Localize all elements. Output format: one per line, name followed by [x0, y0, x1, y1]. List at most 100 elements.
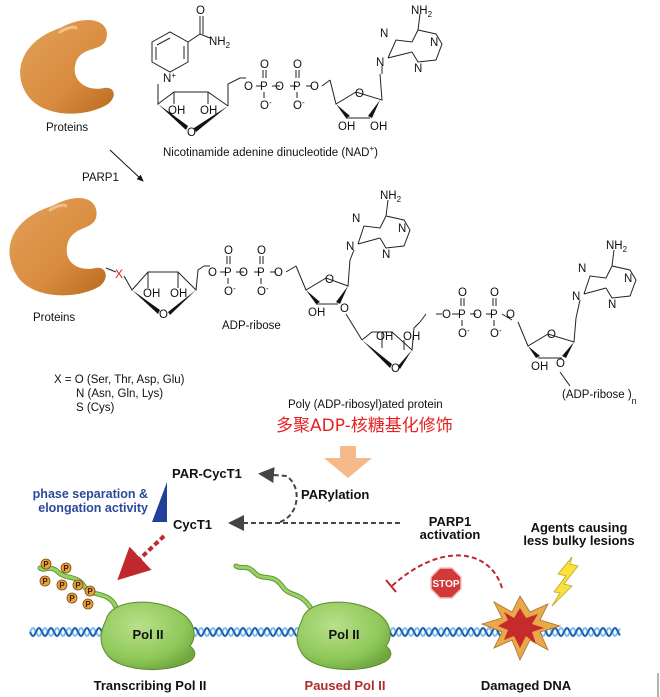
o: O — [239, 267, 248, 279]
n: N — [414, 63, 422, 75]
o-minus: O- — [490, 326, 502, 340]
p: P — [458, 309, 466, 321]
oh: OH — [376, 331, 393, 343]
phospho-circle — [84, 585, 96, 597]
protein-label-1: Proteins — [46, 122, 88, 134]
o: O — [244, 81, 253, 93]
oh: OH — [308, 307, 325, 319]
nad-label: Nicotinamide adenine dinucleotide (NAD+) — [163, 144, 378, 159]
x-def-line: S (Cys) — [76, 402, 115, 414]
o-minus: O- — [257, 284, 269, 298]
x-def-line: X = O (Ser, Thr, Asp, Glu) — [54, 374, 185, 386]
o: O — [275, 81, 284, 93]
phospho-label: P — [63, 564, 69, 573]
phospho-circle — [40, 558, 52, 570]
p: P — [224, 267, 232, 279]
pol-ii-label: Pol II — [132, 627, 163, 642]
o-minus: O- — [293, 98, 305, 112]
protein-highlight — [48, 203, 68, 212]
ring-o: O — [391, 363, 400, 375]
o: O — [556, 358, 565, 370]
oh: OH — [370, 121, 387, 133]
pol-ii-label: Pol II — [328, 627, 359, 642]
paused-label: Paused Pol II — [305, 678, 386, 693]
phospho-label: P — [69, 594, 75, 603]
protein-highlight — [58, 25, 78, 34]
damaged-dna-label: Damaged DNA — [481, 678, 572, 693]
phospho-circle — [72, 579, 84, 591]
down-arrow-icon — [324, 446, 372, 478]
o-minus: O- — [224, 284, 236, 298]
n: N — [624, 273, 632, 285]
p: P — [293, 81, 301, 93]
o: O — [208, 267, 217, 279]
n: N — [578, 263, 586, 275]
phospho-label: P — [85, 600, 91, 609]
inhibition-bar — [385, 579, 397, 593]
dna-damage-icon — [480, 595, 562, 661]
transcribing-label: Transcribing Pol II — [94, 678, 207, 693]
dna-strand-path — [193, 626, 305, 638]
protein-2: Proteins — [9, 197, 106, 324]
stop-sign-icon: STOP — [430, 567, 462, 599]
oh: OH — [170, 288, 187, 300]
atom-nh2: NH2 — [209, 36, 231, 50]
atom-o: O — [196, 5, 205, 17]
oh: OH — [531, 361, 548, 373]
n: N — [380, 28, 388, 40]
parp1-reaction-arrow: PARP1 — [82, 149, 144, 184]
phospho-circle — [60, 562, 72, 574]
o: O — [310, 81, 319, 93]
dna-strand-path — [29, 626, 109, 638]
o: O — [224, 245, 233, 257]
o: O — [506, 309, 515, 321]
parylation-loop-arrow — [258, 467, 298, 523]
n: N — [352, 213, 360, 225]
o: O — [340, 303, 349, 315]
n: N — [382, 249, 390, 261]
parp1-activation-line-2: activation — [420, 527, 481, 542]
product-label-cn: 多聚ADP-核糖基化修饰 — [276, 416, 453, 436]
adp-ribose-label: ADP-ribose — [222, 320, 281, 332]
gradient-wedge-icon — [152, 482, 167, 522]
phospho-label: P — [42, 577, 48, 586]
atom-nplus: N+ — [163, 71, 176, 85]
par-cyct1-label: PAR-CycT1 — [172, 466, 242, 481]
oh: OH — [403, 331, 420, 343]
oh: OH — [143, 288, 160, 300]
x-def-line: N (Asn, Gln, Lys) — [76, 388, 163, 400]
o: O — [260, 59, 269, 71]
protein-shape — [9, 197, 106, 296]
polymer-label: (ADP-ribose )n — [562, 389, 637, 406]
n: N — [376, 57, 384, 69]
ring-o: O — [355, 88, 364, 100]
p: P — [257, 267, 265, 279]
phase-sep-line-1: phase separation & — [33, 487, 148, 501]
ring-o: O — [159, 309, 168, 321]
nh2: NH2 — [380, 190, 402, 204]
p: P — [490, 309, 498, 321]
protein-label-2: Proteins — [33, 312, 75, 324]
ctd-tail-paused-inner — [234, 564, 314, 612]
n: N — [430, 37, 438, 49]
phase-sep-line-2: elongation activity — [38, 501, 148, 515]
nh2: NH2 — [606, 240, 628, 254]
phospho-circle — [56, 579, 68, 591]
ring-o: O — [547, 329, 556, 341]
o: O — [257, 245, 266, 257]
o-minus: O- — [458, 326, 470, 340]
phospho-label: P — [75, 581, 81, 590]
n: N — [608, 299, 616, 311]
phospho-circle — [82, 598, 94, 610]
product-label: Poly (ADP-ribosyl)ated protein — [288, 399, 443, 411]
o: O — [473, 309, 482, 321]
o-minus: O- — [260, 98, 272, 112]
parylation-label: PARylation — [301, 487, 369, 502]
nad-molecule: O NH2 N+ O OH OH O P O P O O O O- O- O O… — [151, 5, 443, 159]
ring-o: O — [187, 127, 196, 139]
linker-x: X — [115, 267, 123, 281]
agents-line-1: Agents causing — [531, 520, 628, 535]
phospho-label: P — [43, 560, 49, 569]
mechanism-panel: PAR-CycT1 CycT1 PARylation phase separat… — [29, 466, 635, 693]
